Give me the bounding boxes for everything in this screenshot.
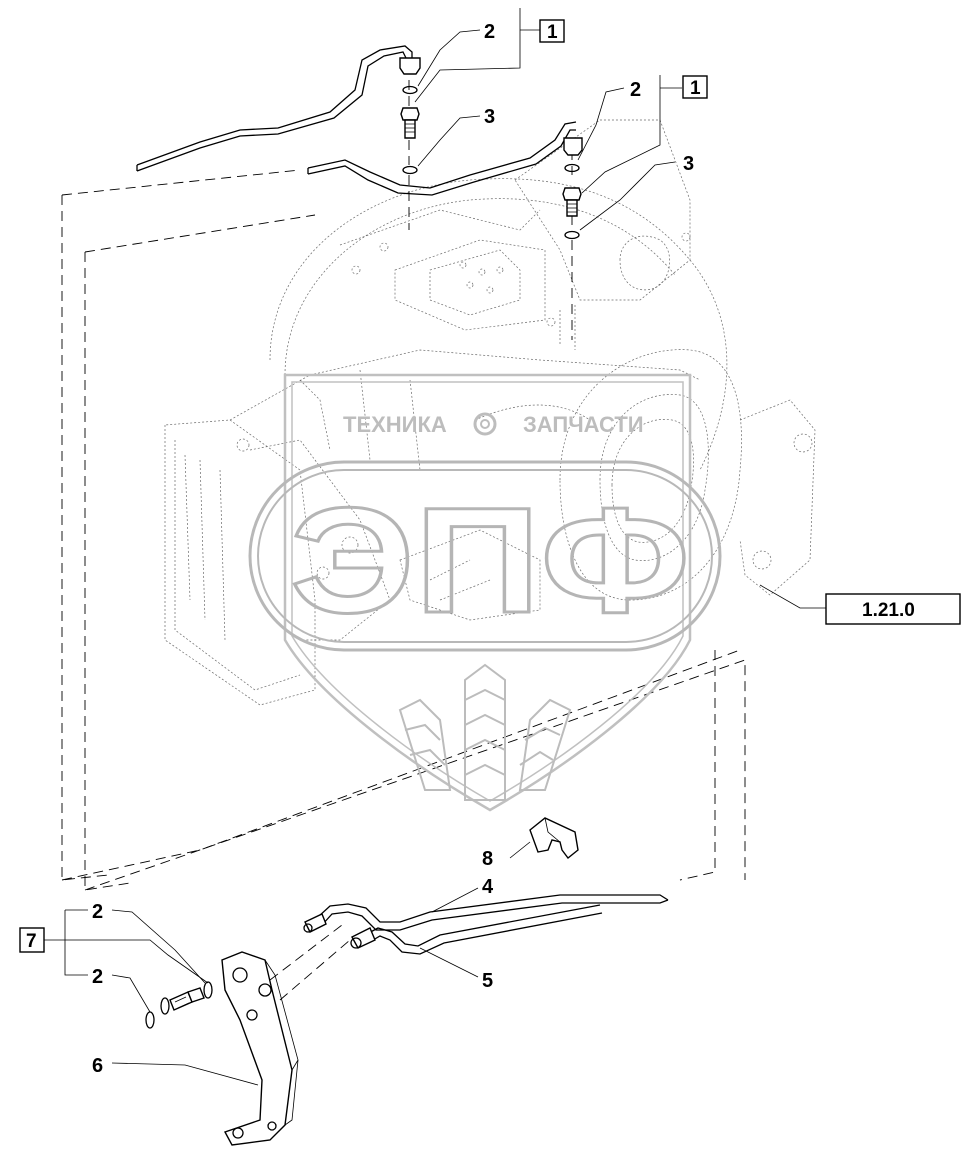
callout-2-lower-lower: 2 xyxy=(92,966,103,988)
banjo-fitting-lower-2 xyxy=(350,927,376,949)
callout-4: 4 xyxy=(482,876,494,898)
callout-group-top-right xyxy=(577,75,682,231)
callout-3-top-left: 3 xyxy=(484,106,495,128)
callout-leader-8 xyxy=(509,841,531,859)
callout-2-top-left: 2 xyxy=(484,21,495,43)
callout-6: 6 xyxy=(92,1055,103,1077)
union-fitting-lower xyxy=(169,987,205,1011)
callout-2-top-right: 2 xyxy=(630,79,641,101)
upper-pipe-left xyxy=(136,45,413,172)
banjo-fitting-top-left xyxy=(399,57,421,75)
svg-text:1.21.0: 1.21.0 xyxy=(862,600,915,621)
callout-leader-6 xyxy=(111,1062,259,1086)
watermark-logo-text: ЭПФ xyxy=(290,476,690,644)
seal-washer-top-left-2 xyxy=(402,165,418,175)
svg-text:1: 1 xyxy=(690,78,701,99)
seal-washer-lower-1 xyxy=(160,997,170,1015)
callout-2-lower-upper: 2 xyxy=(92,901,103,923)
union-fitting-top-left xyxy=(400,107,420,139)
seal-washer-lower-3 xyxy=(145,1011,155,1029)
seal-washer-lower-2 xyxy=(203,981,213,999)
pipe-clip xyxy=(529,817,579,859)
seal-washer-top-right-1 xyxy=(564,163,580,173)
banjo-fitting-lower-1 xyxy=(303,913,327,933)
gear-icon xyxy=(473,412,497,436)
watermark-text-left: ТЕХНИКА xyxy=(343,412,447,437)
lower-pipe-4 xyxy=(317,894,669,931)
callout-8: 8 xyxy=(482,848,493,870)
upper-pipe-right xyxy=(307,121,577,196)
box-label-1-top-right: 1 xyxy=(682,75,708,99)
reference-label-1-21-0: 1.21.0 xyxy=(759,584,961,625)
watermark-text-right: ЗАПЧАСТИ xyxy=(523,412,644,437)
mounting-bracket xyxy=(221,951,299,1146)
svg-text:7: 7 xyxy=(26,931,37,952)
union-fitting-top-right xyxy=(562,187,582,217)
callout-leader-4 xyxy=(431,887,479,913)
callout-5: 5 xyxy=(482,970,493,992)
banjo-fitting-top-right xyxy=(563,137,583,156)
wheat-icon xyxy=(398,663,572,801)
lower-pipe-5 xyxy=(364,904,603,955)
seal-washer-top-right-2 xyxy=(564,230,580,240)
callout-leader-5 xyxy=(419,947,479,978)
callout-group-7 xyxy=(43,909,209,1013)
callout-group-top-left xyxy=(414,8,540,167)
watermark: ТЕХНИКА ЗАПЧАСТИ ЭПФ xyxy=(248,373,722,812)
box-label-1-top-left: 1 xyxy=(539,19,565,43)
svg-text:1: 1 xyxy=(547,22,558,43)
transmission-housing xyxy=(164,119,816,706)
box-label-7: 7 xyxy=(19,927,45,953)
callout-3-top-right: 3 xyxy=(683,153,694,175)
assembly-lines xyxy=(61,80,746,1001)
seal-washer-top-left-1 xyxy=(402,85,418,95)
